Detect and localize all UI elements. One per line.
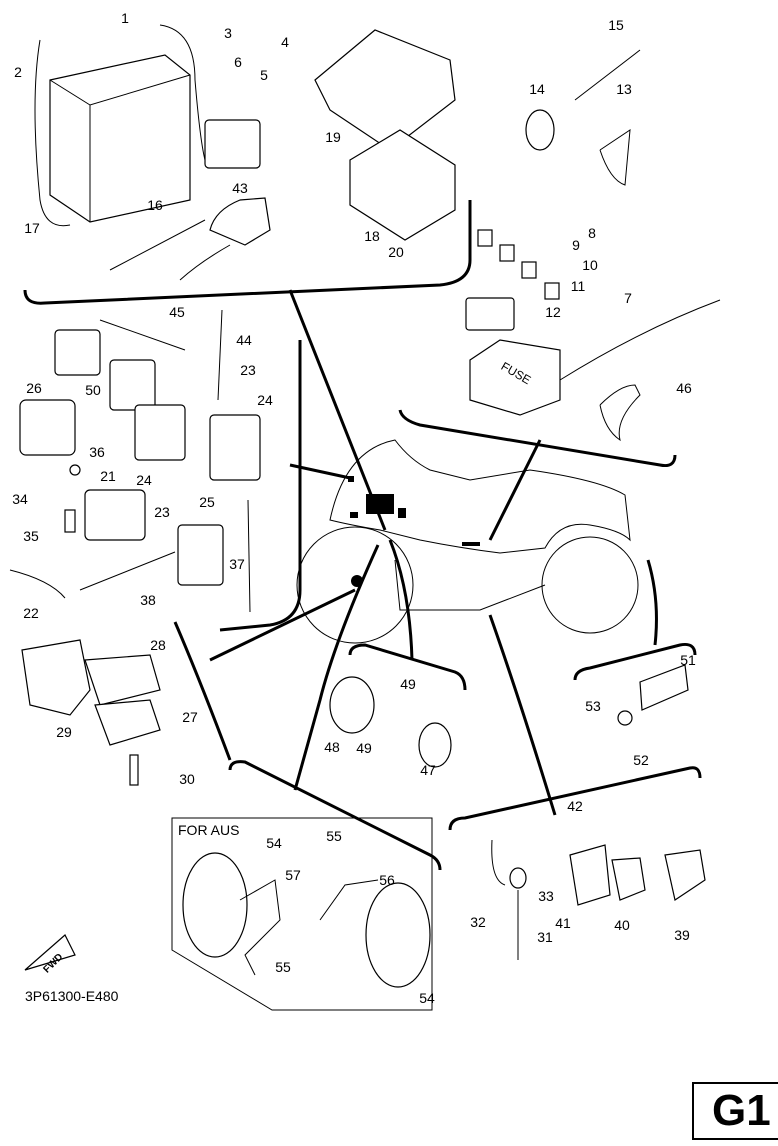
callout-48: 48	[324, 739, 340, 755]
callout-9: 9	[572, 237, 580, 253]
callout-33: 33	[538, 888, 554, 904]
callout-1: 1	[121, 10, 129, 26]
fuse-box	[469, 339, 561, 416]
callout-23: 23	[240, 362, 256, 378]
callout-45: 45	[169, 304, 185, 320]
callout-23: 23	[154, 504, 170, 520]
callout-16: 16	[147, 197, 163, 213]
callout-6: 6	[234, 54, 242, 70]
callout-25: 25	[199, 494, 215, 510]
callout-54: 54	[419, 990, 435, 1006]
callout-56: 56	[379, 872, 395, 888]
callout-2: 2	[14, 64, 22, 80]
callout-41: 41	[555, 915, 571, 931]
callout-11: 11	[571, 278, 586, 294]
callout-55: 55	[326, 828, 342, 844]
callout-24: 24	[136, 472, 152, 488]
callout-29: 29	[56, 724, 72, 740]
callout-46: 46	[676, 380, 692, 396]
ecu-cover	[314, 29, 456, 151]
callout-22: 22	[23, 605, 39, 621]
callout-55: 55	[275, 959, 291, 975]
callout-28: 28	[150, 637, 166, 653]
callout-26: 26	[26, 380, 42, 396]
callout-5: 5	[260, 67, 268, 83]
callout-8: 8	[588, 225, 596, 241]
callout-19: 19	[325, 129, 341, 145]
callout-42: 42	[567, 798, 583, 814]
callout-18: 18	[364, 228, 380, 244]
page-tag: G1	[692, 1082, 778, 1140]
callout-39: 39	[674, 927, 690, 943]
callout-15: 15	[608, 17, 624, 33]
battery	[49, 54, 191, 223]
callout-47: 47	[420, 762, 436, 778]
callout-30: 30	[179, 771, 195, 787]
drawing-code: 3P61300-E480	[25, 988, 119, 1004]
callout-53: 53	[585, 698, 601, 714]
variant-label: FOR AUS	[178, 822, 240, 838]
callout-40: 40	[614, 917, 630, 933]
callout-21: 21	[100, 468, 116, 484]
callout-43: 43	[232, 180, 248, 196]
motorcycle-outline	[296, 439, 639, 644]
parts	[9, 24, 721, 988]
callout-35: 35	[23, 528, 39, 544]
callout-49: 49	[400, 676, 416, 692]
callout-3: 3	[224, 25, 232, 41]
ecu	[349, 129, 456, 241]
callout-13: 13	[616, 81, 632, 97]
callout-38: 38	[140, 592, 156, 608]
callout-14: 14	[529, 81, 545, 97]
callout-57: 57	[285, 867, 301, 883]
callout-32: 32	[470, 914, 486, 930]
callout-52: 52	[633, 752, 649, 768]
callout-31: 31	[537, 929, 553, 945]
callout-7: 7	[624, 290, 632, 306]
callout-36: 36	[89, 444, 105, 460]
callout-20: 20	[388, 244, 404, 260]
callout-12: 12	[545, 304, 561, 320]
callout-49: 49	[356, 740, 372, 756]
callout-24: 24	[257, 392, 273, 408]
callout-51: 51	[680, 652, 696, 668]
for-aus-box	[171, 817, 433, 1011]
callout-37: 37	[229, 556, 245, 572]
callout-34: 34	[12, 491, 28, 507]
callout-4: 4	[281, 34, 289, 50]
section-dividers	[23, 200, 702, 871]
callout-44: 44	[236, 332, 252, 348]
callout-54: 54	[266, 835, 282, 851]
callout-50: 50	[85, 382, 101, 398]
callout-10: 10	[582, 257, 598, 273]
callout-17: 17	[24, 220, 40, 236]
callout-27: 27	[182, 709, 198, 725]
